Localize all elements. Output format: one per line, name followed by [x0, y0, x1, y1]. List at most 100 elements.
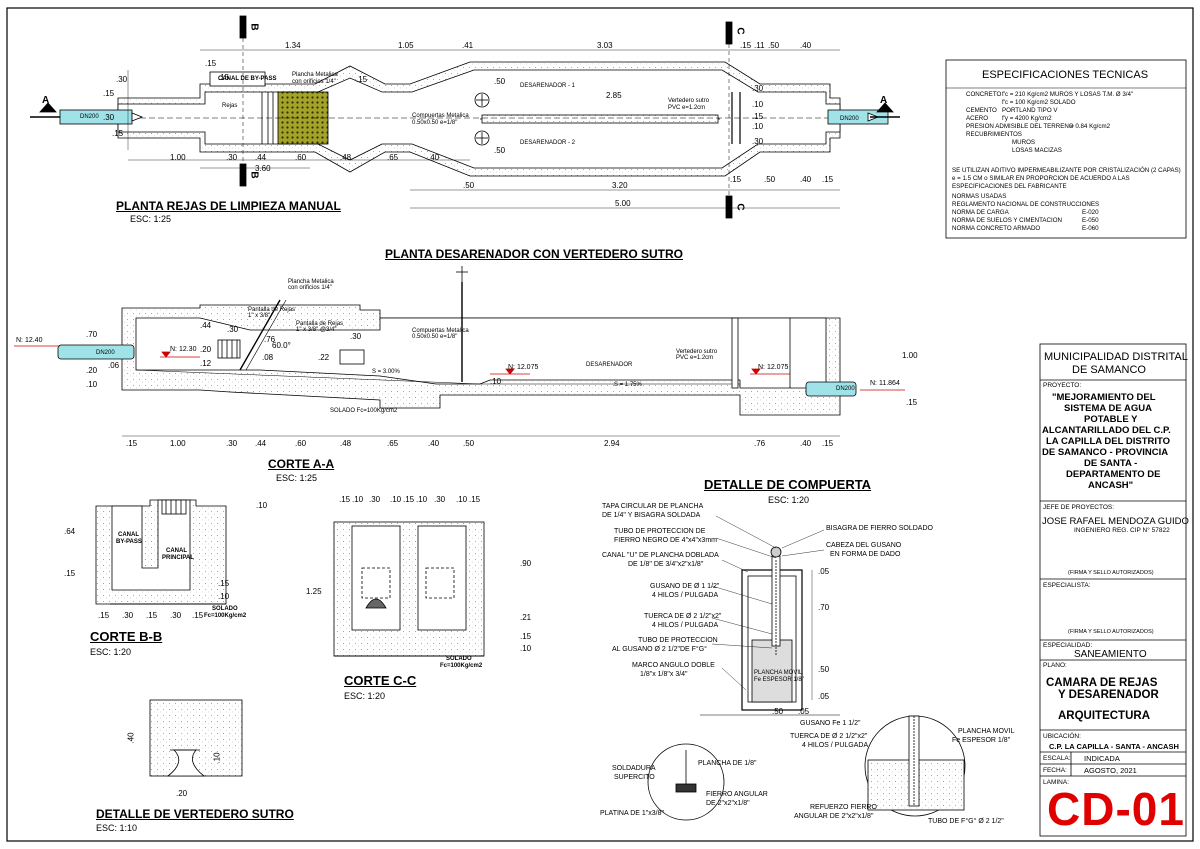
- label: Compuertas Metalica: [412, 328, 469, 334]
- detail-label: ANGULAR DE 2"x2"x1/8": [794, 813, 874, 820]
- detail-label: GUSANO Fe 1 1/2": [800, 720, 861, 727]
- dim: .15: [146, 611, 158, 620]
- label: CANAL: [166, 548, 187, 554]
- dim: .10: [218, 592, 230, 601]
- dim: 1.00: [170, 439, 186, 448]
- dim: .15: [64, 569, 76, 578]
- project-line: LA CAPILLA DEL DISTRITO: [1046, 436, 1171, 447]
- dim: .20: [86, 366, 98, 375]
- dim: .15: [356, 75, 368, 84]
- dim: .40: [428, 153, 440, 162]
- vertedero-title: DETALLE DE VERTEDERO SUTRO: [96, 807, 294, 821]
- spec-key: ACERO: [966, 115, 989, 122]
- dim: .50: [772, 707, 784, 716]
- dim: .15: [205, 59, 217, 68]
- spec-note: NORMAS USADAS: [952, 193, 1007, 200]
- label: 1" x 3/8" @3/4": [296, 327, 337, 333]
- spec-value: PORTLAND TIPO V: [1002, 107, 1058, 114]
- dim: .05: [798, 707, 810, 716]
- dim: .65: [387, 439, 399, 448]
- dim: 1.05: [398, 41, 414, 50]
- plano-line: CAMARA DE REJAS: [1046, 677, 1158, 689]
- section-mark-a: A: [880, 95, 888, 106]
- label: 1" x 3/8": [248, 313, 271, 319]
- dim: .15: [339, 495, 351, 504]
- dim: .06: [108, 361, 120, 370]
- spec-value: f'y = 4200 Kg/cm2: [1002, 115, 1052, 122]
- dim: .15: [906, 398, 918, 407]
- detail-label: FIERRO ANGULAR: [706, 791, 768, 798]
- label: CANAL: [118, 532, 139, 538]
- dim: 1.34: [285, 41, 301, 50]
- detail-label: DE 2"x2"x1/8": [706, 800, 750, 807]
- profile-title: PLANTA DESARENADOR CON VERTEDERO SUTRO: [385, 247, 684, 261]
- spec-norm-code: E-020: [1082, 209, 1099, 216]
- dim: .20: [176, 789, 188, 798]
- section-mark-b: B: [248, 23, 260, 31]
- dim: 2.85: [606, 91, 622, 100]
- compuerta-label: GUSANO DE Ø 1 1/2": [650, 583, 720, 590]
- dim: .44: [255, 439, 267, 448]
- dim: .40: [800, 439, 812, 448]
- dim: .30: [752, 84, 764, 93]
- project-line: SISTEMA DE AGUA: [1064, 403, 1152, 414]
- corte-cc-title: CORTE C-C: [344, 673, 417, 688]
- dim: .30: [170, 611, 182, 620]
- dim: .65: [387, 153, 399, 162]
- compuerta-title: DETALLE DE COMPUERTA: [704, 477, 872, 492]
- dim: .30: [227, 325, 239, 334]
- dim: .50: [818, 665, 830, 674]
- detail-label: SUPERCITO: [614, 774, 655, 781]
- dim: .15: [112, 129, 124, 138]
- label: 0.50x0.50 e=1/8": [412, 120, 458, 126]
- especialista-label: ESPECIALISTA:: [1043, 582, 1091, 589]
- dim: 3.60: [255, 164, 271, 173]
- plano-line: Y DESARENADOR: [1058, 689, 1159, 701]
- dim: .30: [752, 137, 764, 146]
- label: PRINCIPAL: [162, 555, 194, 561]
- spec-note: REGLAMENTO NACIONAL DE CONSTRUCCIONES: [952, 201, 1100, 208]
- label: con orificios 1/4": [292, 79, 336, 85]
- spec-key: PRESION ADMISIBLE DEL TERRENO: [966, 123, 1074, 130]
- spec-key: CONCRETO: [966, 91, 1002, 98]
- dim: .15: [740, 41, 752, 50]
- label: Pantalla de Rejas: [248, 307, 296, 313]
- plan-title: PLANTA REJAS DE LIMPIEZA MANUAL: [116, 199, 341, 213]
- label: Rejas: [222, 103, 238, 109]
- dim: 60.0°: [272, 341, 291, 350]
- fecha-label: FECHA:: [1043, 767, 1067, 774]
- detail-label: PLANCHA MOVIL: [958, 728, 1015, 735]
- label: DN200: [96, 350, 115, 356]
- spec-value: LOSAS MACIZAS: [1012, 147, 1062, 154]
- dim: .21: [520, 613, 532, 622]
- spec-norm-code: E-060: [1082, 225, 1099, 232]
- dim: .41: [462, 41, 474, 50]
- compuerta-label: TAPA CIRCULAR DE PLANCHA: [602, 503, 704, 510]
- dim: .60: [295, 153, 307, 162]
- corte-bb-scale: ESC: 1:20: [90, 647, 132, 657]
- dim: 1.00: [902, 351, 918, 360]
- detail-label: TUERCA DE Ø 2 1/2"x2": [790, 733, 868, 740]
- compuerta-label: PLANCHA MOVIL: [754, 670, 803, 676]
- detail-label: REFUERZO FIERRO: [810, 804, 877, 811]
- label: DN200: [836, 386, 855, 392]
- dim: .50: [494, 77, 506, 86]
- compuerta-label: BISAGRA DE FIERRO SOLDADO: [826, 525, 933, 532]
- ubicacion-label: UBICACIÓN:: [1043, 733, 1081, 740]
- plano-sub: ARQUITECTURA: [1058, 710, 1150, 722]
- dim: .48: [340, 153, 352, 162]
- dim: .76: [754, 439, 766, 448]
- spec-box: [945, 59, 1187, 239]
- label: BY-PASS: [116, 539, 142, 545]
- plan-view: [30, 15, 900, 219]
- compuerta-label: DE 1/4" Y BISAGRA SOLDADA: [602, 512, 701, 519]
- project-line: POTABLE Y: [1084, 414, 1138, 425]
- compuerta-detail: [647, 515, 966, 821]
- vertedero-scale: ESC: 1:10: [96, 823, 138, 833]
- firma-note: (FIRMA Y SELLO AUTORIZADOS): [1068, 570, 1154, 576]
- dim: .11: [754, 41, 765, 50]
- dim: .40: [800, 41, 812, 50]
- spec-key: CEMENTO: [966, 107, 997, 114]
- detail-label: 4 HILOS / PULGADA: [802, 742, 869, 749]
- label: DESARENADOR - 2: [520, 140, 576, 146]
